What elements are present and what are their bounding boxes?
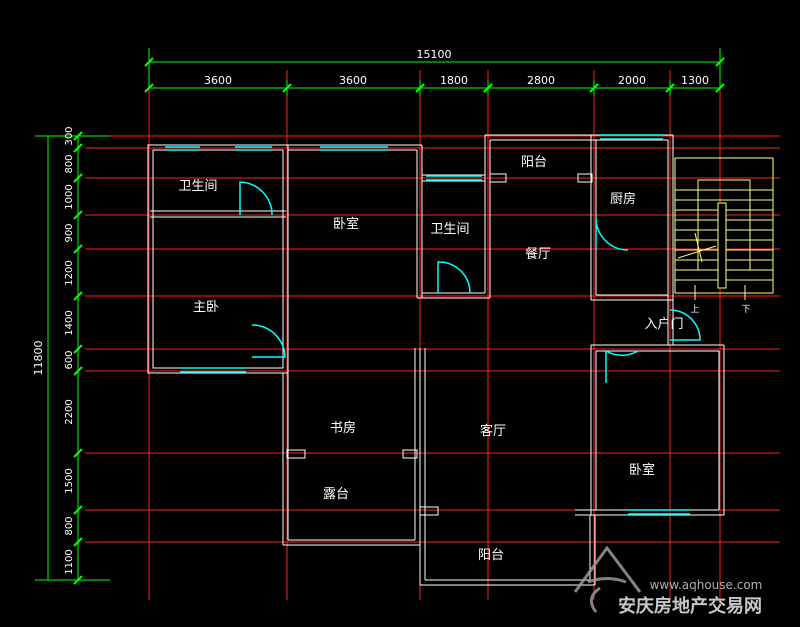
windows [165, 134, 690, 515]
walls [147, 134, 725, 586]
room-master: 主卧 [193, 300, 219, 315]
room-bedroom-top: 卧室 [333, 216, 359, 232]
room-terrace: 露台 [323, 487, 349, 502]
room-entry: 入户门 [644, 316, 683, 332]
stair-up-label: 上 [690, 304, 699, 315]
dim-left-11: 1100 [64, 549, 75, 574]
dim-left-3: 1000 [64, 184, 75, 209]
dim-left-1: 300 [64, 126, 75, 145]
stair-down-label: 下 [741, 305, 750, 315]
dimension-ticks [73, 57, 725, 585]
room-dining: 餐厅 [525, 246, 551, 262]
dim-left-2: 800 [64, 154, 75, 173]
axis-grid-horizontal [85, 135, 780, 543]
wall-stubs [286, 173, 593, 516]
room-bedroom-right: 卧室 [629, 462, 655, 478]
staircase [674, 157, 774, 300]
dim-top-2: 3600 [339, 74, 367, 87]
dim-top-3: 1800 [440, 74, 468, 87]
room-bath-left: 卫生间 [178, 179, 217, 194]
dim-left-6: 1400 [64, 310, 75, 335]
watermark-name: 安庆房地产交易网 [618, 595, 762, 617]
room-balcony-top: 阳台 [521, 155, 547, 170]
watermark: www.aqhouse.com 安庆房地产交易网 [573, 545, 763, 617]
dim-top-6: 1300 [681, 74, 709, 87]
doors [239, 181, 701, 383]
dim-top-total: 15100 [417, 48, 452, 61]
dim-top-1: 3600 [204, 74, 232, 87]
room-labels: 卫生间 卧室 卫生间 阳台 餐厅 厨房 主卧 入户门 书房 客厅 卧室 露台 阳… [178, 155, 750, 563]
house-logo-icon [573, 545, 642, 613]
room-bath-mid: 卫生间 [430, 222, 469, 237]
watermark-url: www.aqhouse.com [650, 578, 763, 592]
dim-top-5: 2000 [618, 74, 646, 87]
dim-left-10: 800 [64, 516, 75, 535]
dim-top-4: 2800 [527, 74, 555, 87]
dim-left-7: 600 [64, 350, 75, 369]
room-study: 书房 [330, 420, 356, 436]
dim-left-4: 900 [64, 223, 75, 242]
dimension-labels: 15100 3600 3600 1800 2800 2000 1300 1180… [32, 48, 709, 575]
dim-left-5: 1200 [64, 260, 75, 285]
dim-left-9: 1500 [64, 468, 75, 493]
room-living: 客厅 [480, 423, 506, 439]
room-balcony-bottom: 阳台 [478, 548, 504, 563]
room-kitchen: 厨房 [610, 191, 636, 207]
dim-left-total: 11800 [32, 341, 45, 376]
dimension-lines [35, 48, 721, 581]
dim-left-8: 2200 [64, 399, 75, 424]
